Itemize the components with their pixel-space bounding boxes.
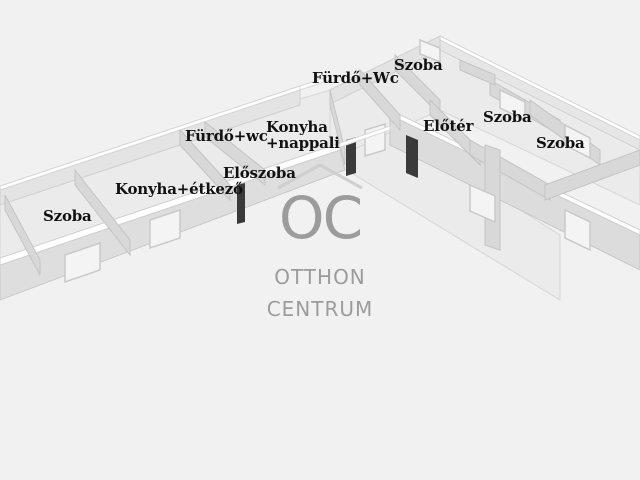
room-label-konyha-nappali: Konyha +nappali xyxy=(266,118,340,152)
watermark-logo-text: OC xyxy=(278,184,363,252)
watermark-line2: CENTRUM xyxy=(266,297,374,321)
room-label-eloszoba: Előszoba xyxy=(223,164,296,182)
room-label-szoba-left: Szoba xyxy=(43,207,92,225)
doors xyxy=(237,135,418,224)
watermark-roof-icon xyxy=(277,163,363,190)
room-label-szoba-right-2: Szoba xyxy=(536,134,585,152)
wall-caps xyxy=(299,75,391,148)
room-label-szoba-top: Szoba xyxy=(394,56,443,74)
room-label-szoba-right-1: Szoba xyxy=(483,108,532,126)
room-label-konyha-etkezo: Konyha+étkező xyxy=(115,180,243,198)
room-label-furdo-wc-top: Fürdő+Wc xyxy=(312,69,399,87)
room-label-furdo-wc-small: Fürdő+wc xyxy=(185,127,268,145)
windows xyxy=(64,38,591,284)
room-label-eloter: Előtér xyxy=(423,117,474,135)
watermark-line1: OTTHON xyxy=(274,265,366,289)
